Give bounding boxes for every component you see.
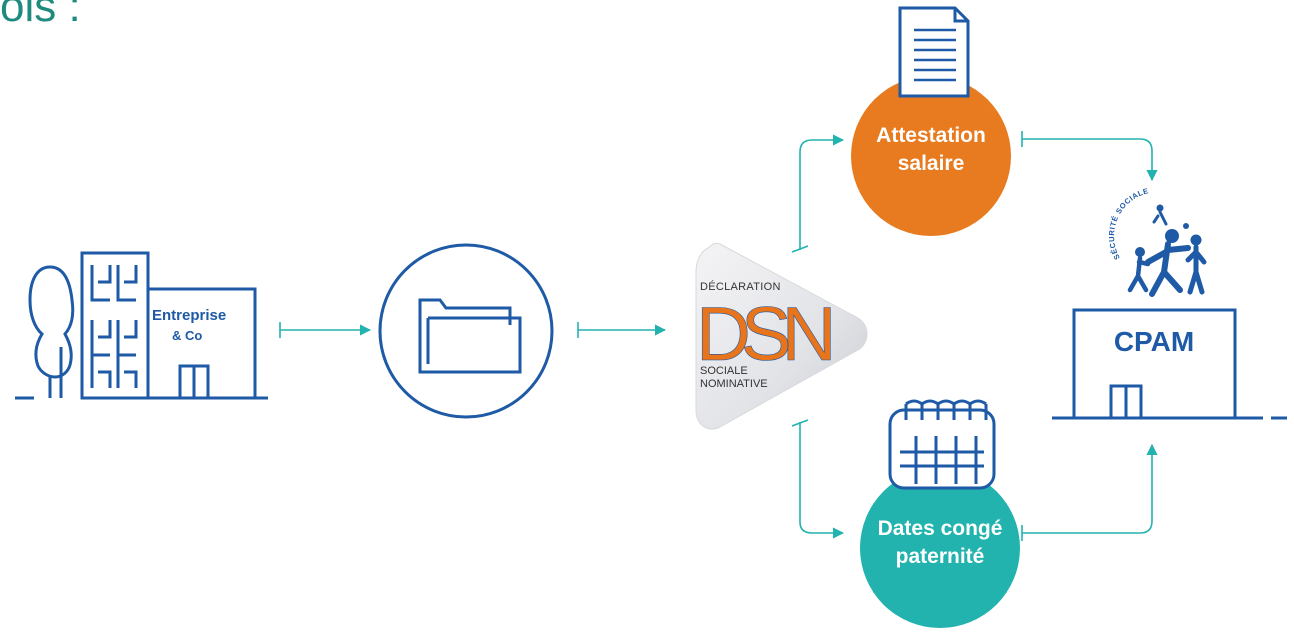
attestation-label-line1: Attestation (876, 124, 986, 147)
arrow-folder-to-dsn (577, 322, 667, 338)
arrow-dsn-to-dates (791, 419, 845, 539)
arrow-company-to-folder (279, 322, 372, 338)
dsn-letters: DSN (696, 292, 831, 377)
cpam-building-icon (1052, 308, 1287, 420)
company-building-icon (15, 251, 268, 400)
page-heading-fragment: ois : (0, 0, 81, 31)
calendar-icon (888, 399, 996, 490)
dates-label-line2: paternité (896, 545, 985, 568)
arrow-attestation-to-cpam (1021, 131, 1158, 182)
cpam-label: CPAM (1114, 326, 1194, 357)
dsn-top-label: DÉCLARATION (700, 280, 781, 293)
securite-sociale-logo: SÉCURITÉ SOCIALE (1107, 186, 1207, 297)
attestation-node: Attestation salaire (851, 6, 1011, 236)
dates-node: Dates congé paternité (860, 399, 1020, 628)
attestation-label-line2: salaire (898, 152, 965, 175)
company-name-line1: Entreprise (152, 307, 226, 324)
dsn-bottom-label-1: SOCIALE (700, 365, 748, 377)
arrow-dates-to-cpam (1021, 443, 1158, 541)
dsn-logo: DÉCLARATION DSN SOCIALE NOMINATIVE (695, 242, 868, 430)
arrow-dsn-to-attestation (791, 134, 845, 253)
folder-icon (378, 243, 554, 419)
dsn-bottom-label-2: NOMINATIVE (700, 378, 768, 390)
company-name-line2: & Co (172, 328, 202, 343)
dates-label-line1: Dates congé (878, 517, 1003, 540)
document-icon (898, 6, 970, 98)
